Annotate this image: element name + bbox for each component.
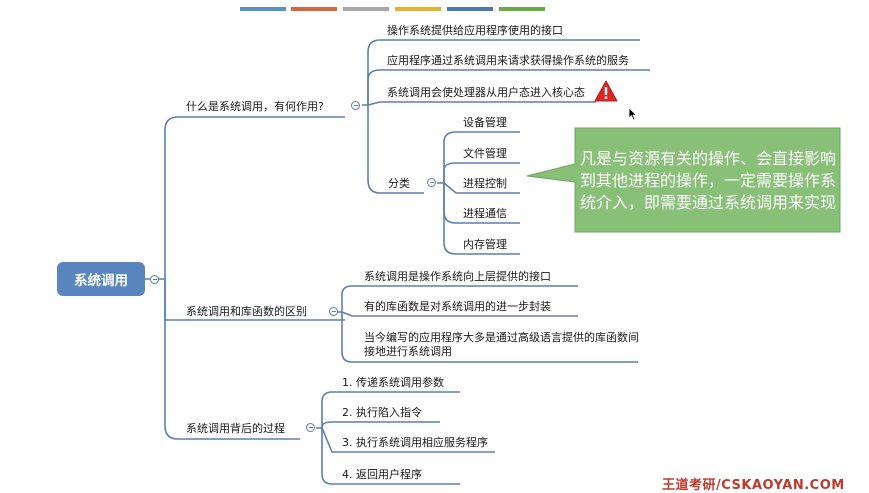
connector	[367, 105, 424, 194]
branch-3-child[interactable]: 3. 执行系统调用相应服务程序	[342, 436, 488, 449]
connector	[336, 285, 578, 313]
branch-3-child[interactable]: 4. 返回用户程序	[342, 468, 422, 481]
connector	[316, 391, 460, 429]
branch-2-child[interactable]: 系统调用是操作系统向上层提供的接口	[364, 270, 551, 283]
branch-2-child[interactable]: 有的库函数是对系统调用的进一步封装	[364, 300, 551, 313]
top-bar-segment	[499, 7, 545, 11]
connector	[341, 312, 638, 363]
top-bar-segment	[447, 7, 493, 11]
connector	[443, 182, 520, 194]
connector	[367, 101, 596, 106]
connector	[321, 421, 440, 428]
branch-syscall-process[interactable]: 系统调用背后的过程	[186, 422, 285, 435]
connector	[321, 427, 495, 453]
branch-3-child[interactable]: 2. 执行陷入指令	[342, 406, 422, 419]
connector	[362, 39, 640, 106]
connector	[367, 69, 650, 105]
connector	[341, 311, 578, 317]
watermark: 王道考研/CSKAOYAN.COM	[662, 478, 845, 493]
cursor-icon	[628, 107, 638, 121]
connector	[443, 162, 520, 183]
category-collapse-toggle[interactable]	[427, 178, 436, 187]
connector	[443, 183, 520, 255]
branch-1-child[interactable]: 应用程序通过系统调用来请求获得操作系统的服务	[387, 54, 629, 67]
connector	[321, 428, 460, 485]
connector	[164, 116, 345, 279]
branch-what-is-syscall[interactable]: 什么是系统调用，有何作用?	[186, 100, 324, 113]
category-item[interactable]: 设备管理	[463, 116, 507, 129]
callout-text: 凡是与资源有关的操作、会直接影响到其他进程的操作，一定需要操作系统介入，即需要通…	[579, 149, 836, 212]
root-label: 系统调用	[74, 273, 128, 289]
top-bar-segment	[291, 7, 337, 11]
branch-1-collapse-toggle[interactable]	[351, 101, 360, 110]
branch-3-child[interactable]: 1. 传递系统调用参数	[342, 376, 444, 389]
category-node[interactable]: 分类	[388, 177, 410, 190]
category-item[interactable]: 进程控制	[463, 177, 507, 190]
branch-2-collapse-toggle[interactable]	[329, 307, 338, 316]
branch-syscall-vs-library[interactable]: 系统调用和库函数的区别	[186, 305, 307, 318]
top-bar-segment	[395, 7, 441, 11]
root-collapse-toggle[interactable]	[150, 275, 159, 284]
connector	[164, 279, 300, 440]
branch-3-collapse-toggle[interactable]	[306, 423, 315, 432]
branch-1-child[interactable]: 系统调用会使处理器从用户态进入核心态	[387, 86, 585, 99]
category-item[interactable]: 进程通信	[463, 207, 507, 220]
top-bar-segment	[343, 7, 389, 11]
category-item[interactable]: 文件管理	[463, 147, 507, 160]
top-bar-segment	[240, 7, 286, 11]
root-node[interactable]: 系统调用	[57, 262, 145, 296]
connector	[437, 131, 520, 184]
branch-2-child[interactable]: 当今编写的应用程序大多是通过高级语言提供的库函数间接地进行系统调用	[364, 331, 639, 358]
branch-1-child[interactable]: 操作系统提供给应用程序使用的接口	[387, 24, 563, 37]
category-item[interactable]: 内存管理	[463, 238, 507, 251]
warning-icon	[594, 80, 618, 102]
callout-bubble	[526, 127, 841, 233]
